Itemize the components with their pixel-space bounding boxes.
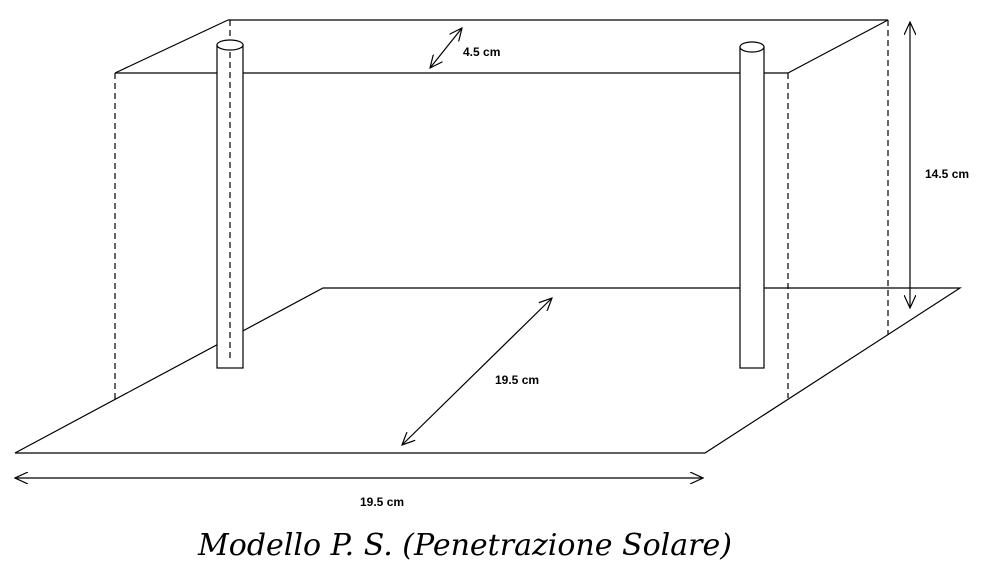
left-pillar [216, 39, 244, 369]
base-plate [14, 287, 963, 454]
diagram-title: Modello P. S. (Penetrazione Solare) [197, 528, 732, 563]
height-label: 14.5 cm [925, 167, 969, 181]
depth-base-label: 19.5 cm [495, 373, 539, 387]
right-pillar [739, 41, 765, 369]
width-base-label: 19.5 cm [360, 495, 404, 509]
depth-base-arrow [402, 298, 552, 445]
depth-top-arrow [430, 28, 462, 68]
depth-top-label: 4.5 cm [463, 45, 500, 59]
